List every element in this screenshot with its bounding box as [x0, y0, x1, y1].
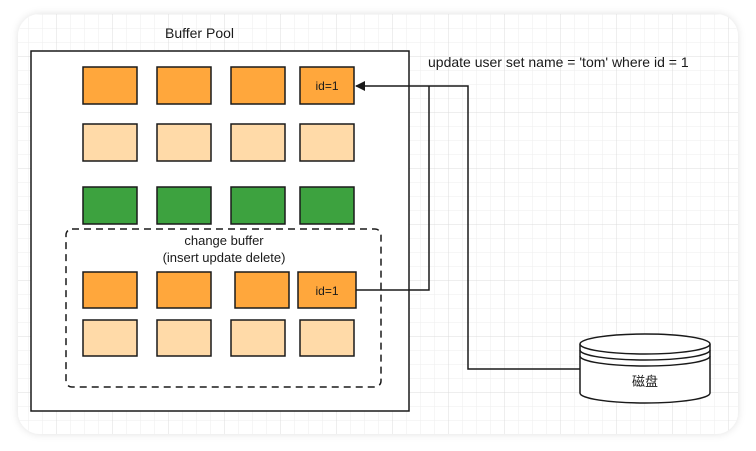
page-block — [230, 319, 286, 357]
disk-icon — [579, 333, 711, 404]
page-block — [299, 319, 355, 357]
sql-statement: update user set name = 'tom' where id = … — [428, 54, 689, 70]
page-block — [230, 123, 286, 162]
disk-label: 磁盘 — [632, 374, 658, 389]
page-block — [82, 66, 138, 105]
change-buffer-page-label-id1: id=1 — [315, 284, 338, 298]
change-buffer-row-2 — [82, 319, 355, 357]
page-block — [299, 123, 355, 162]
page-block — [156, 66, 212, 105]
page-block — [156, 123, 212, 162]
page-row-2 — [82, 123, 355, 162]
buffer-pool-title: Buffer Pool — [165, 25, 234, 41]
page-block — [230, 66, 286, 105]
change-buffer-subtitle: (insert update delete) — [163, 250, 286, 265]
page-block — [156, 319, 212, 357]
page-row-1: id=1 — [82, 66, 355, 105]
page-block — [230, 186, 286, 225]
page-block-target — [299, 66, 355, 105]
page-block — [156, 271, 212, 309]
change-buffer-title: change buffer — [184, 233, 264, 248]
page-block — [82, 123, 138, 162]
page-block — [82, 319, 138, 357]
connector-disk-to-page — [355, 81, 580, 370]
page-block — [156, 186, 212, 225]
page-block — [82, 271, 138, 309]
connector-change-buffer — [356, 86, 430, 291]
page-block — [299, 186, 355, 225]
page-label-id1: id=1 — [315, 79, 338, 93]
page-block — [82, 186, 138, 225]
buffer-pool-box — [30, 50, 410, 412]
page-row-3 — [82, 186, 355, 225]
change-buffer-box — [65, 228, 382, 388]
page-block — [234, 271, 290, 309]
